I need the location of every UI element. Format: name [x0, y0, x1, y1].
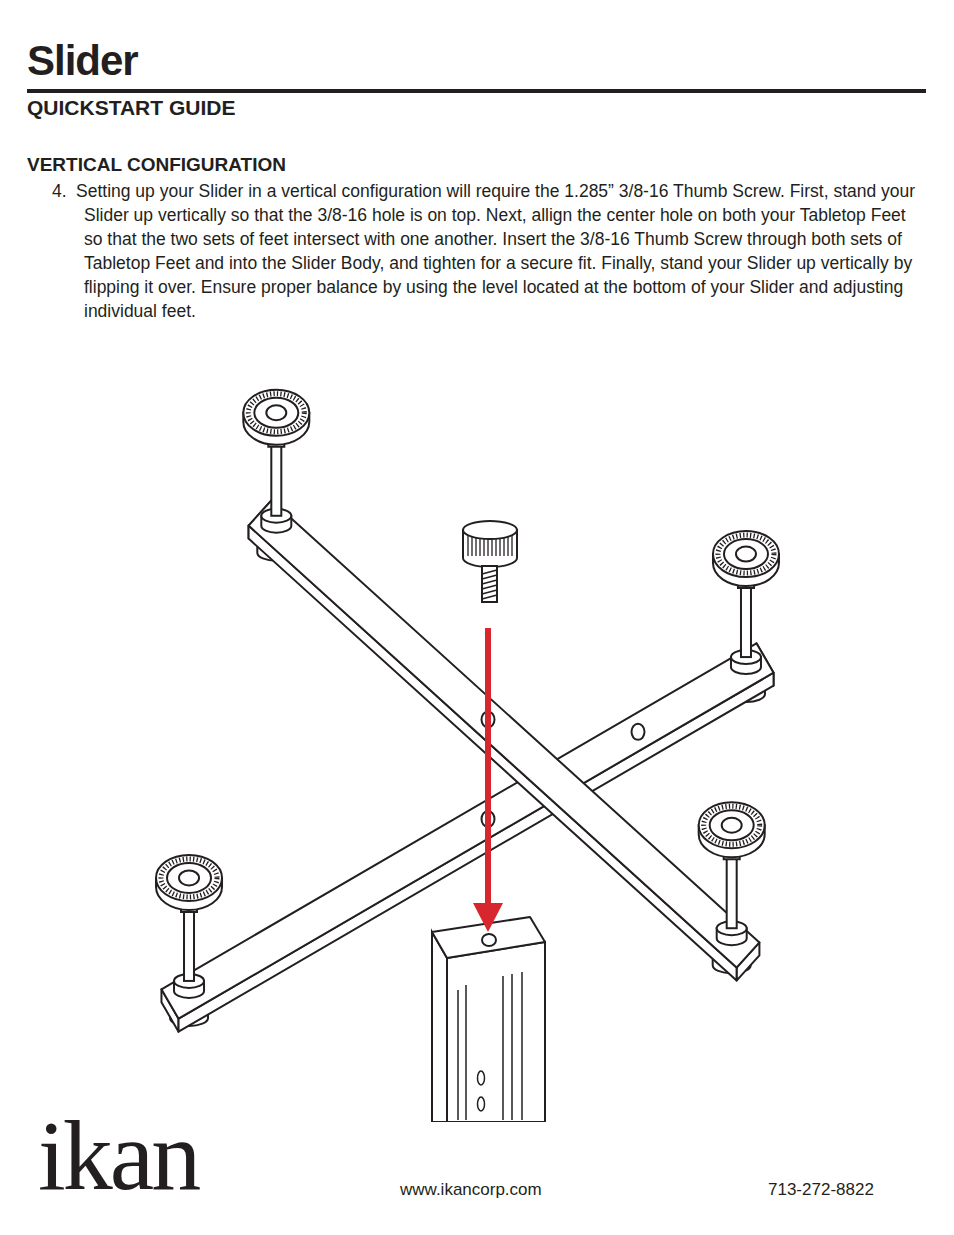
title-rule — [27, 89, 926, 93]
knurl-ring — [704, 806, 760, 844]
rail-slot — [478, 1097, 485, 1111]
screw-thread — [482, 580, 497, 584]
bar-hole — [632, 724, 645, 740]
cylinder-top — [243, 390, 309, 436]
knob-hole — [179, 870, 199, 885]
foot-stem — [741, 580, 751, 657]
body-front-face — [447, 942, 545, 1122]
screw-knurl — [479, 538, 480, 556]
screw-thread — [482, 590, 497, 594]
screw-knurl — [475, 538, 476, 556]
foot-stem — [727, 851, 737, 928]
knurl-ring — [718, 535, 774, 573]
knob-body — [699, 802, 765, 857]
screw-knurl — [471, 537, 472, 556]
knob-hole — [266, 405, 286, 420]
phone-number: 713-272-8822 — [768, 1181, 874, 1198]
knurl-ring — [248, 394, 304, 432]
screw-knurl — [507, 537, 508, 556]
tabletop-feet-illustration — [156, 390, 779, 1132]
screw-knurl — [467, 535, 468, 556]
step-instructions: Setting up your Slider in a vertical con… — [84, 179, 929, 323]
rail-groove — [465, 985, 467, 1120]
screw-thread — [482, 585, 497, 589]
bar-top — [249, 500, 760, 967]
body-hole — [482, 934, 496, 946]
cylinder-top — [463, 521, 517, 539]
knob-face — [254, 398, 298, 428]
adjustable-foot-knob — [713, 531, 779, 657]
adjustable-foot-knob — [699, 802, 765, 928]
brand-logo: ikan — [38, 1106, 198, 1206]
rail-groove — [511, 974, 513, 1120]
knob-hole — [736, 547, 756, 562]
screw-knurl — [483, 539, 484, 556]
rail-slot — [478, 1071, 485, 1085]
rail-groove — [502, 976, 504, 1120]
arrow-head — [473, 903, 503, 932]
adjustable-foot-knob — [243, 390, 309, 516]
body-left-face — [432, 932, 447, 1122]
rail-groove — [457, 990, 459, 1120]
knob-body — [243, 390, 309, 445]
bar-side — [249, 526, 737, 981]
screw-knurl — [487, 539, 488, 556]
screw-thread — [482, 570, 497, 574]
screw-shaft — [482, 566, 497, 602]
knob-face — [724, 539, 768, 569]
knurl-ring — [161, 859, 217, 897]
screw-knurl — [503, 538, 504, 556]
cylinder-top — [156, 855, 222, 901]
foot-stem — [271, 439, 281, 516]
knob-hole — [722, 818, 742, 833]
slider-body — [428, 917, 550, 1132]
screw-head — [463, 521, 517, 567]
guide-subtitle: QUICKSTART GUIDE — [27, 97, 235, 118]
screw-knurl — [511, 535, 512, 556]
body-cut-mask — [428, 1122, 550, 1132]
screw-thread — [482, 575, 497, 579]
screw-knurl — [499, 538, 500, 556]
knob-body — [713, 531, 779, 586]
website: www.ikancorp.com — [400, 1181, 542, 1198]
screw-knurl — [491, 539, 492, 556]
knob-face — [710, 810, 754, 840]
tabletop-foot — [243, 390, 764, 981]
knob-face — [167, 863, 211, 893]
cylinder-top — [713, 531, 779, 577]
thumb-screw — [463, 521, 517, 602]
page-title: Slider — [27, 40, 138, 82]
knob-body — [156, 855, 222, 910]
rail-groove — [521, 972, 523, 1120]
cylinder-top — [699, 802, 765, 848]
insertion-arrow — [473, 628, 503, 932]
step-number: 4. — [52, 179, 67, 203]
section-heading: VERTICAL CONFIGURATION — [27, 155, 286, 174]
screw-knurl — [495, 539, 496, 556]
foot-stem — [184, 904, 194, 981]
adjustable-foot-knob — [156, 855, 222, 981]
screw-thread — [482, 595, 497, 599]
arrow-shaft — [485, 628, 491, 906]
